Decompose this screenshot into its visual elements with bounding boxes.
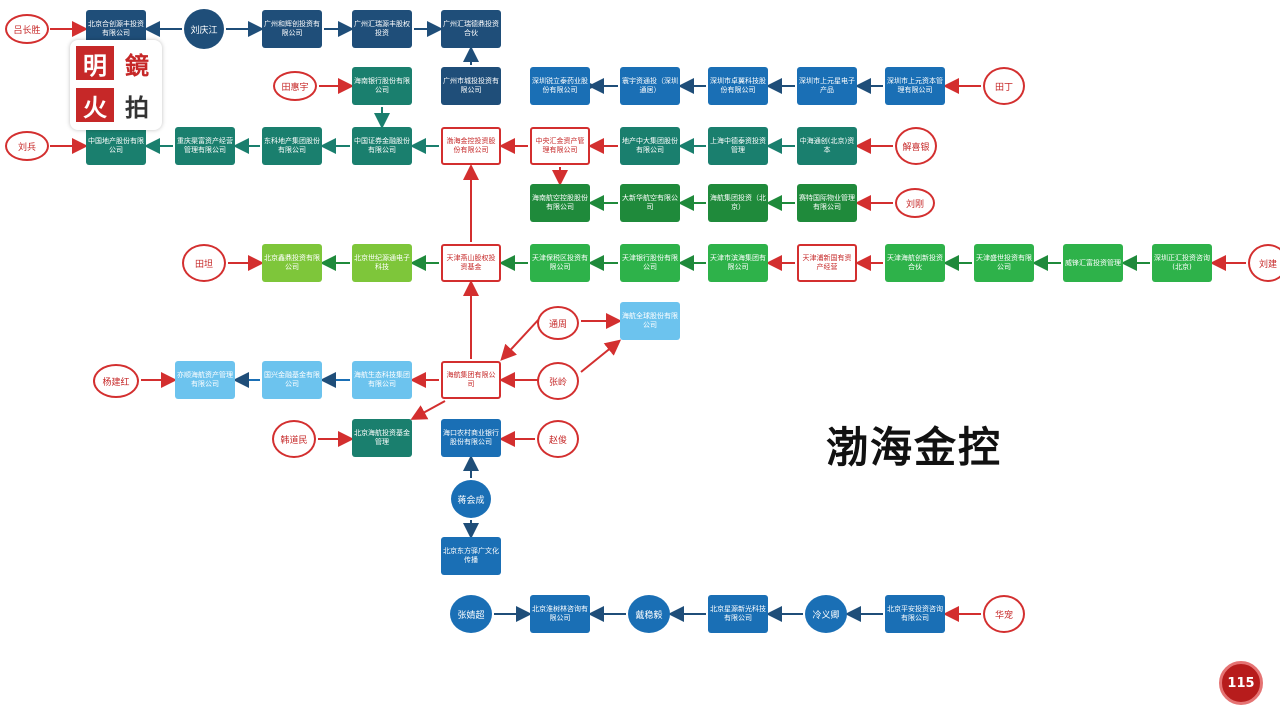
person-node: 解喜银 (895, 127, 937, 165)
company-node: 赛特国际物业管理有限公司 (797, 184, 857, 222)
company-node: 中国地产股份有限公司 (86, 127, 146, 165)
company-node: 天津银行股份有限公司 (620, 244, 680, 282)
company-node: 天津燕山股权投资基金 (441, 244, 501, 282)
company-node: 中国证券金融股份有限公司 (352, 127, 412, 165)
company-node: 北京世纪源通电子科技 (352, 244, 412, 282)
person-node: 韩道民 (272, 420, 316, 458)
logo-char: 明 (76, 46, 114, 80)
person-node: 冷义卿 (805, 595, 847, 633)
company-node: 渤海金控投资股份有限公司 (441, 127, 501, 165)
person-node: 张岭 (537, 362, 579, 400)
person-node: 蒋会成 (451, 480, 491, 518)
company-node: 北京平安投资咨询有限公司 (885, 595, 945, 633)
company-node: 深圳市上元星电子产品 (797, 67, 857, 105)
company-node: 海航集团投资（北京） (708, 184, 768, 222)
logo-char: 鏡 (125, 51, 149, 80)
person-node: 吕长胜 (5, 14, 49, 44)
page-number-badge: 115 (1219, 661, 1263, 705)
company-node: 威锋汇富投资管理 (1063, 244, 1123, 282)
edge-arrow (500, 317, 541, 361)
person-node: 张婧超 (450, 595, 492, 633)
diagram-title: 渤海金控 (826, 423, 1003, 472)
person-node: 杨建红 (93, 364, 139, 398)
person-node: 刘建 (1248, 244, 1280, 282)
company-node: 上海中德泰资投资管理 (708, 127, 768, 165)
company-node: 中央汇金资产管理有限公司 (530, 127, 590, 165)
company-node: 深圳正汇投资咨询(北京) (1152, 244, 1212, 282)
company-node: 中海通创(北京)资本 (797, 127, 857, 165)
company-node: 天津海航创新投资合伙 (885, 244, 945, 282)
company-node: 深圳市上元资本管理有限公司 (885, 67, 945, 105)
edges (50, 21, 1246, 622)
company-node: 北京海航投资基金管理 (352, 419, 412, 457)
company-node: 海南银行股份有限公司 (352, 67, 412, 105)
person-node: 刘刚 (895, 188, 935, 218)
company-node: 北京淮树林咨询有限公司 (530, 595, 590, 633)
company-node: 天津市滨海集团有限公司 (708, 244, 768, 282)
company-node: 地产中大集团股份有限公司 (620, 127, 680, 165)
company-node: 广州汇瑞源丰股权投资 (352, 10, 412, 48)
company-node: 北京东方驿广文化传播 (441, 537, 501, 575)
company-node: 寰宇资通投（深圳通居） (620, 67, 680, 105)
person-node: 赵俊 (537, 420, 579, 458)
company-node: 海口农村商业银行股份有限公司 (441, 419, 501, 457)
person-node: 华宠 (983, 595, 1025, 633)
company-node: 北京星源新光科技有限公司 (708, 595, 768, 633)
company-node: 国兴金融基金有限公司 (262, 361, 322, 399)
logo-char: 拍 (125, 93, 149, 122)
company-node: 广州和辉创投资有限公司 (262, 10, 322, 48)
company-node: 天津保税区投资有限公司 (530, 244, 590, 282)
company-node: 大新华航空有限公司 (620, 184, 680, 222)
company-node: 海航集团有限公司 (441, 361, 501, 399)
person-node: 田惠宇 (273, 71, 317, 101)
person-node: 刘兵 (5, 131, 49, 161)
company-node: 重庆渠富资产经营管理有限公司 (175, 127, 235, 165)
company-node: 天津盛世投资有限公司 (974, 244, 1034, 282)
company-node: 天津浦新国有资产经营 (797, 244, 857, 282)
logo-char: 火 (76, 88, 114, 122)
company-node: 海航全球股份有限公司 (620, 302, 680, 340)
company-node: 海南航空控股股份有限公司 (530, 184, 590, 222)
company-node: 深圳市卓翼科技股份有限公司 (708, 67, 768, 105)
company-node: 深圳锐立泰药业股份有限公司 (530, 67, 590, 105)
person-node: 刘庆江 (184, 9, 224, 49)
person-node: 田坦 (182, 244, 226, 282)
watermark-logo: 明 鏡 火 拍 (70, 40, 162, 130)
edge-arrow (410, 400, 446, 420)
company-node: 亦顺海航资产管理有限公司 (175, 361, 235, 399)
company-node: 海航生态科技集团有限公司 (352, 361, 412, 399)
company-node: 东科地产集团股份有限公司 (262, 127, 322, 165)
edge-arrow (580, 339, 622, 373)
company-node: 北京鑫鼎投资有限公司 (262, 244, 322, 282)
person-node: 戴稳毅 (628, 595, 670, 633)
person-node: 通周 (537, 306, 579, 340)
company-node: 广州市城投投资有限公司 (441, 67, 501, 105)
person-node: 田丁 (983, 67, 1025, 105)
company-node: 广州汇瑞德鼎投资合伙 (441, 10, 501, 48)
